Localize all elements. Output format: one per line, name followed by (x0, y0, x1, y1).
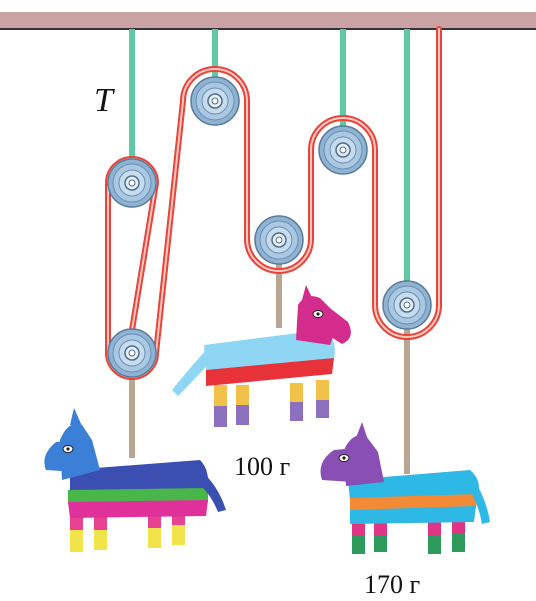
pulley-top-right (318, 125, 368, 175)
red-rope (105, 26, 442, 380)
pinata-horse-purple-icon (320, 422, 490, 554)
pulley-lower-left (107, 328, 157, 378)
pinata-horse-light-blue-icon (172, 285, 351, 427)
mass-label-middle: 100 г (234, 452, 291, 481)
pulley-upper-left (107, 158, 157, 208)
ceiling (0, 12, 536, 29)
tension-label: T (94, 82, 113, 119)
pulley-right-low (382, 280, 432, 330)
pinata-horse-blue-icon (44, 408, 226, 552)
pulley-middle-low (254, 215, 304, 265)
pulley-top-left (190, 76, 240, 126)
mass-label-right: 170 г (364, 570, 421, 599)
